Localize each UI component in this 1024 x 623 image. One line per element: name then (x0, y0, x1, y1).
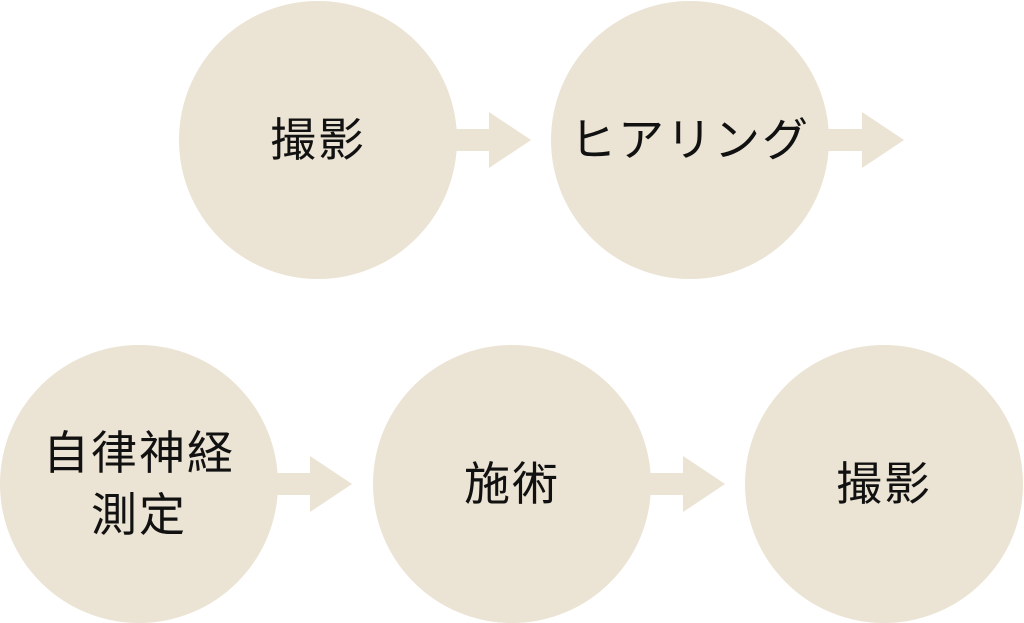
step-label: 施術 (464, 457, 560, 511)
step-circle-treatment: 施術 (373, 345, 651, 623)
step-label: ヒアリング (570, 113, 810, 167)
step-circle-shooting-2: 撮影 (745, 345, 1023, 623)
step-circle-hearing: ヒアリング (551, 1, 829, 279)
step-label: 撮影 (270, 113, 366, 167)
arrow-right-icon (276, 456, 352, 512)
step-circle-autonomic-measurement: 自律神経 測定 (0, 345, 278, 623)
arrow-right-icon (828, 112, 904, 168)
arrow-right-icon (455, 112, 531, 168)
arrow-right-icon (649, 456, 725, 512)
step-label-line1: 自律神経 (43, 426, 235, 480)
step-label-line2: 測定 (91, 488, 187, 542)
step-circle-shooting-1: 撮影 (179, 1, 457, 279)
step-label: 撮影 (836, 457, 932, 511)
step-label-wrap: 自律神経 測定 (43, 422, 235, 546)
